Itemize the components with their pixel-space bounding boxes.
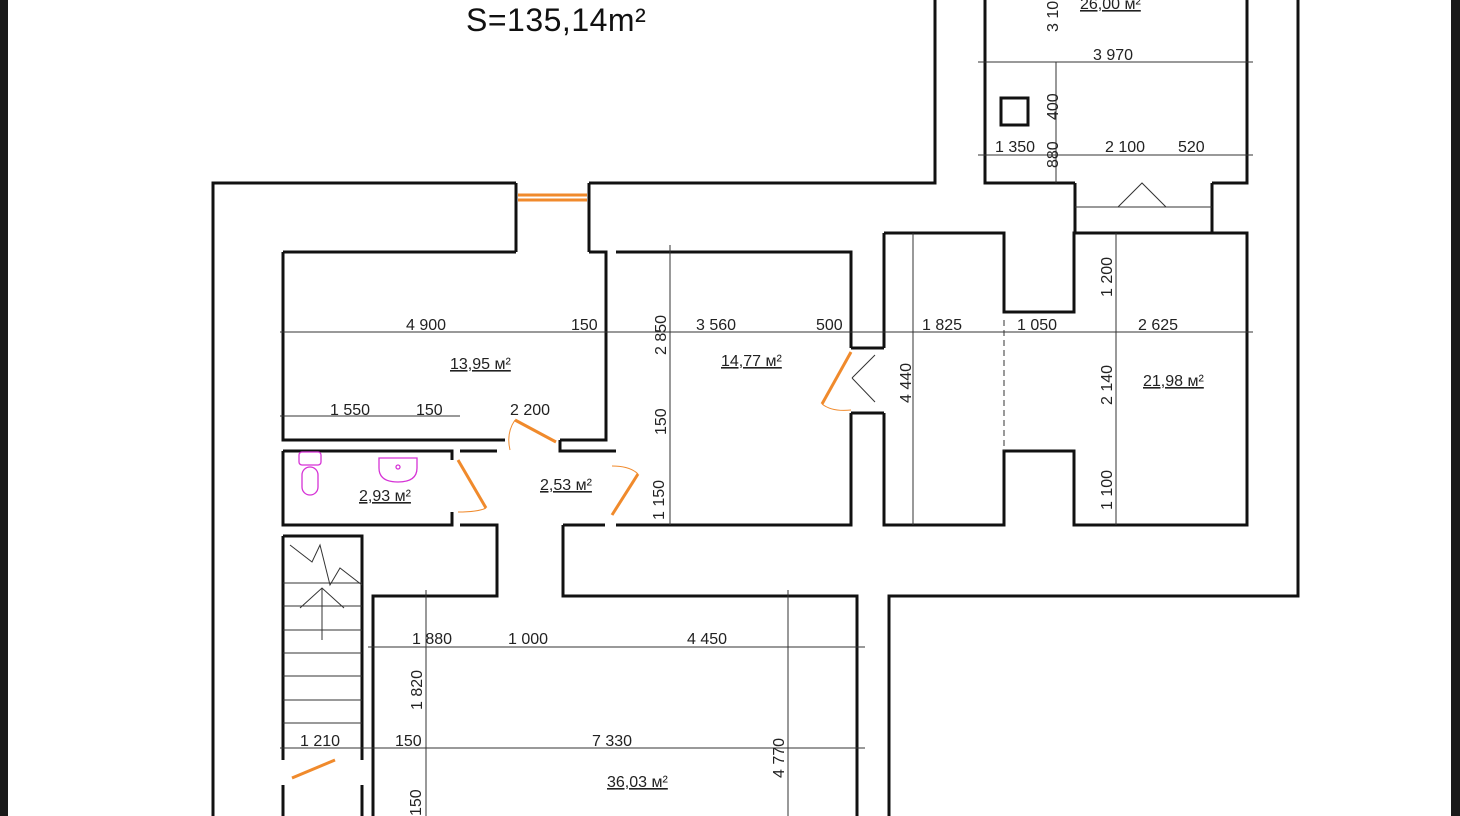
dim-label: 400	[1045, 93, 1062, 120]
room-area-label: 26,00 м²	[1080, 0, 1141, 13]
dim-label: 1 000	[508, 631, 548, 648]
room-c-wall	[882, 231, 1249, 527]
stair-wall	[281, 534, 364, 816]
dim-label: 1 825	[922, 317, 962, 334]
door-room-b-arc	[611, 465, 639, 475]
dim-label: 4 900	[406, 317, 446, 334]
dim-label: 880	[1045, 141, 1062, 168]
right-frame-bar	[1451, 0, 1460, 816]
hall-stair-wall	[1073, 183, 1214, 233]
dim-label: 7 330	[592, 733, 632, 750]
door-room-c-arc	[821, 403, 852, 411]
dim-label: 3 10	[1045, 1, 1062, 32]
dim-label: 150	[408, 789, 425, 816]
dim-label: 1 210	[300, 733, 340, 750]
room-area-label: 2,93 м²	[359, 488, 412, 505]
stair-hall-arrow	[1075, 182, 1212, 208]
dim-label: 1 350	[995, 139, 1035, 156]
door-room-c	[820, 351, 853, 405]
room-b-wall	[558, 250, 859, 816]
toilet-fixture	[298, 451, 322, 496]
door-wc	[456, 459, 488, 509]
dim-label: 4 440	[898, 363, 915, 403]
window-wall	[514, 183, 591, 252]
dim-label: 1 050	[1017, 317, 1057, 334]
shaft-box	[999, 96, 1030, 127]
dim-label: 500	[816, 317, 843, 334]
dim-label: 1 100	[1099, 470, 1116, 510]
dim-label: 4 770	[771, 738, 788, 778]
wc-wall	[281, 449, 499, 816]
stair-treads	[283, 543, 363, 724]
dim-label: 150	[653, 408, 670, 435]
dim-label: 1 550	[330, 402, 370, 419]
room-a-wall	[281, 250, 608, 442]
room-area-label: 2,53 м²	[540, 477, 593, 494]
dim-label: 1 820	[409, 670, 426, 710]
dim-label: 1 880	[412, 631, 452, 648]
door-frame-b	[851, 346, 884, 415]
door-wc-arc	[457, 507, 487, 513]
room-area-label: 36,03 м²	[607, 774, 668, 791]
right-outer-wall	[887, 0, 1300, 816]
dim-label: 2 100	[1105, 139, 1145, 156]
dim-label: 1 150	[651, 480, 668, 520]
door-room-a	[514, 418, 557, 444]
dim-label: 3 970	[1093, 47, 1133, 64]
dim-label: 520	[1178, 139, 1205, 156]
dim-label: 4 450	[687, 631, 727, 648]
room-area-label: 13,95 м²	[450, 356, 511, 373]
left-frame-bar	[0, 0, 8, 816]
dim-label: 2 140	[1099, 365, 1116, 405]
dimension-lines	[280, 61, 1253, 816]
total-area-label: S=135,14m²	[466, 2, 647, 38]
door-room-a-arc	[508, 419, 516, 451]
door-leaf-hall	[851, 354, 876, 403]
dim-label: 150	[395, 733, 422, 750]
top-window	[518, 193, 587, 202]
dim-label: 150	[416, 402, 443, 419]
dim-label: 2 625	[1138, 317, 1178, 334]
dim-label: 3 560	[696, 317, 736, 334]
room-area-label: 14,77 м²	[721, 353, 782, 370]
sink-fixture	[378, 457, 418, 483]
room-area-label: 21,98 м²	[1143, 373, 1204, 390]
dim-label: 2 200	[510, 402, 550, 419]
dim-label: 1 200	[1099, 257, 1116, 297]
dim-label: 150	[571, 317, 598, 334]
door-room-b	[610, 473, 640, 516]
outer-wall	[211, 0, 937, 816]
door-stair	[291, 758, 336, 780]
dim-label: 2 850	[653, 315, 670, 355]
